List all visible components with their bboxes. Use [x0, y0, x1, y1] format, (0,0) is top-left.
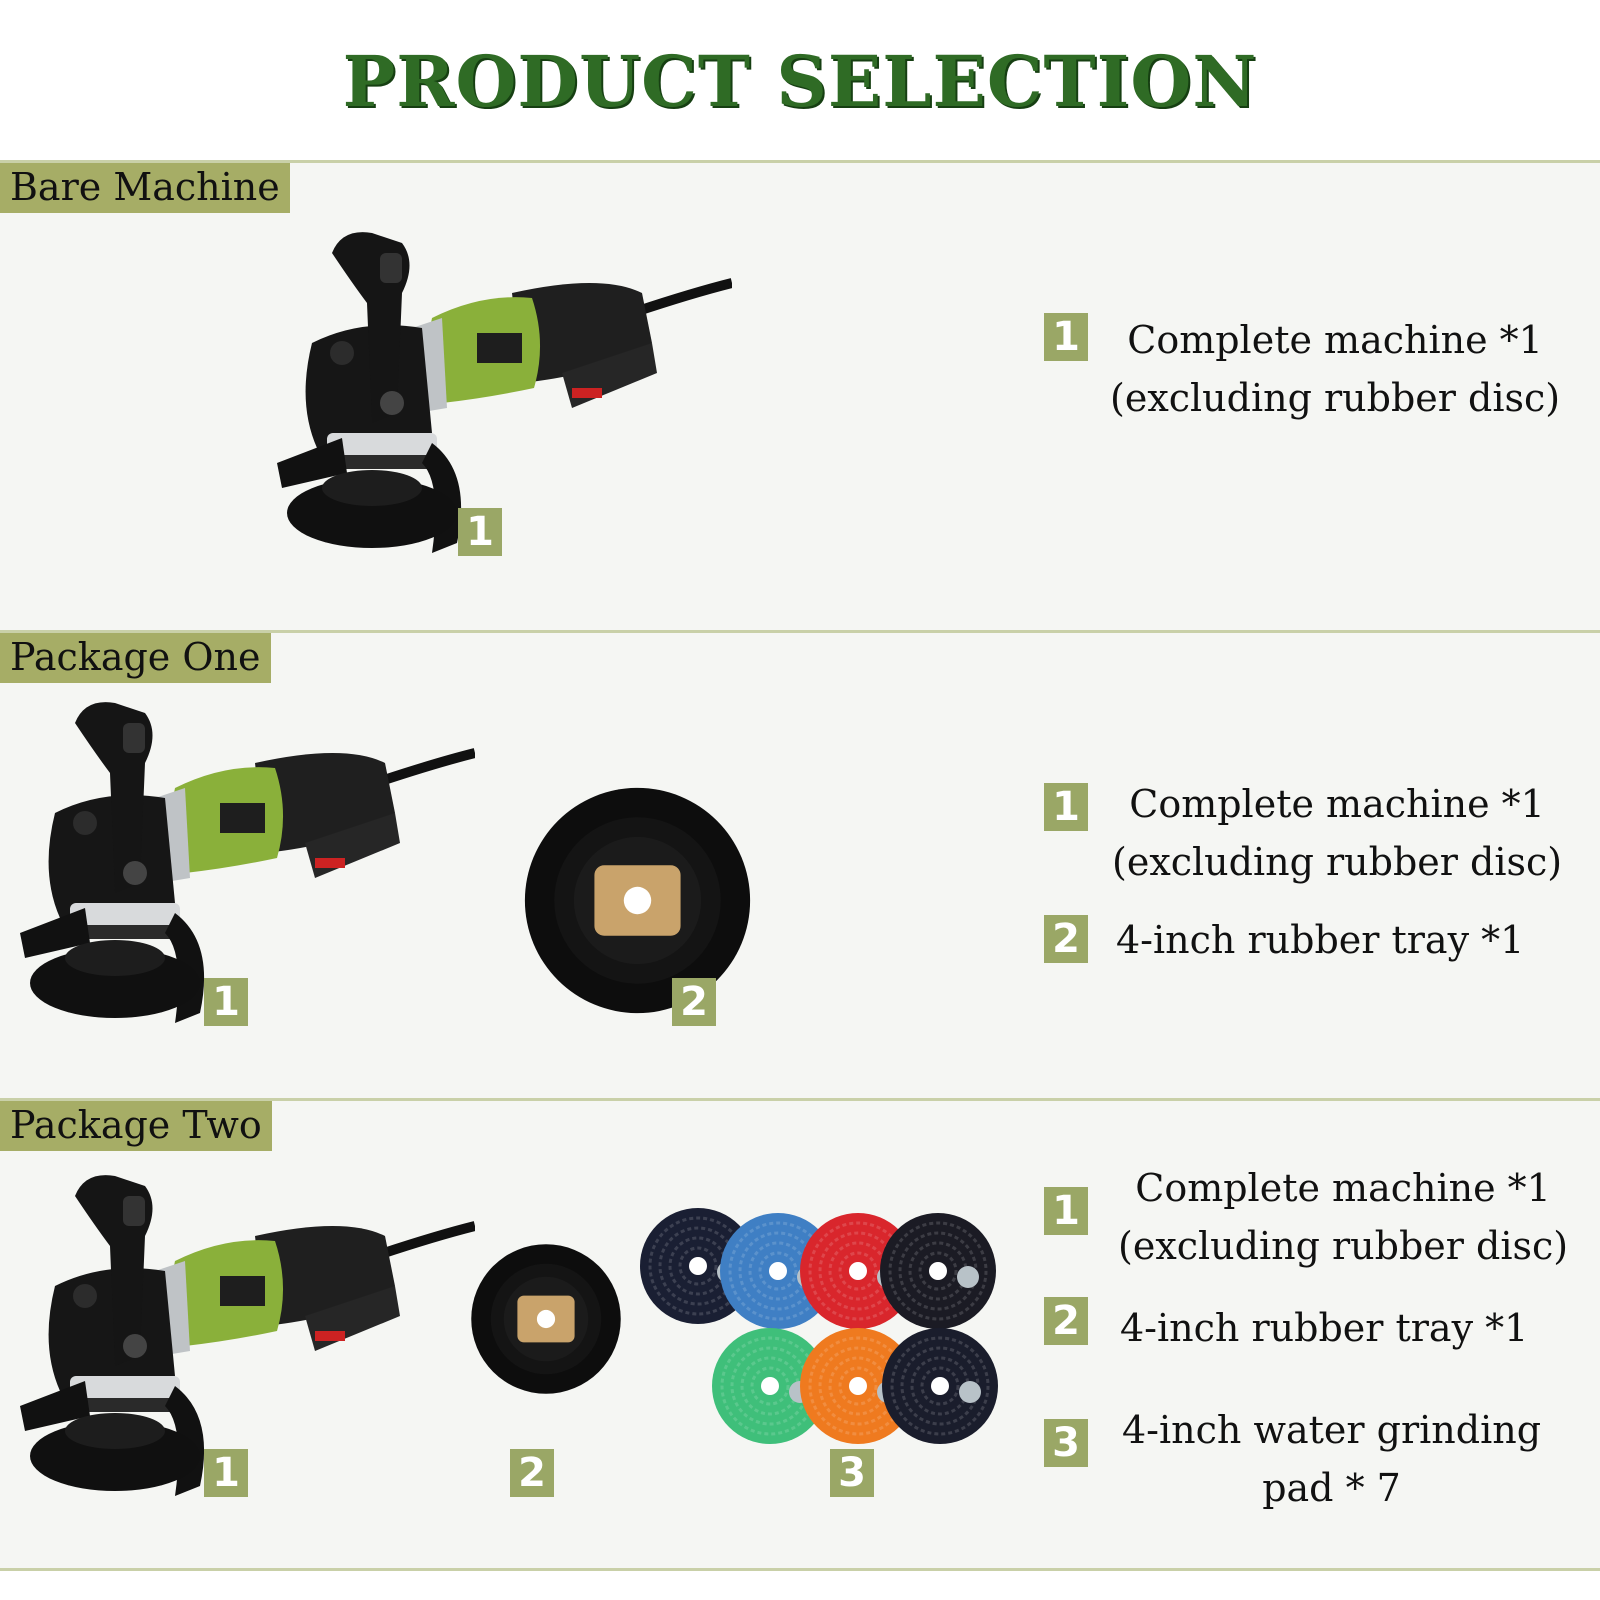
grinding-pad [720, 1213, 836, 1329]
item-badge: 1 [204, 1449, 248, 1497]
item-line2: pad * 7 [1262, 1466, 1401, 1510]
page-title: PRODUCT SELECTION [342, 40, 1258, 123]
grinder-machine-image [262, 223, 742, 563]
item-line1: Complete machine *1 [1129, 782, 1545, 826]
section-package-one: Package One 1 2 1 Complete machine *1 (e… [0, 630, 1600, 1101]
item-number: 2 [1044, 915, 1088, 963]
item-badge: 2 [672, 978, 716, 1026]
item-line2: (excluding rubber disc) [1112, 840, 1563, 884]
item-badge: 3 [830, 1449, 874, 1497]
section-label: Package One [0, 633, 271, 683]
grinding-pad [882, 1328, 998, 1444]
section-bare-machine: Bare Machine 1 1 Complete machine *1 (ex… [0, 160, 1600, 633]
item-description: Complete machine *1 (excluding rubber di… [1112, 775, 1562, 891]
item-line1: 4-inch water grinding [1122, 1408, 1542, 1452]
item-line1: 4-inch rubber tray *1 [1116, 918, 1525, 962]
grinding-pad [880, 1213, 996, 1329]
rubber-tray-image [520, 783, 755, 1018]
item-description: 4-inch rubber tray *1 [1120, 1299, 1528, 1357]
bottom-divider [0, 1568, 1600, 1571]
item-description: 4-inch rubber tray *1 [1116, 911, 1524, 969]
item-line1: Complete machine *1 [1127, 318, 1543, 362]
section-label: Bare Machine [0, 163, 290, 213]
item-number: 1 [1044, 783, 1088, 831]
item-badge: 1 [458, 508, 502, 556]
rubber-tray-image [468, 1241, 624, 1397]
grinding-pads-image [640, 1208, 998, 1444]
section-package-two: Package Two 1 2 3 1 Complete machine *1 … [0, 1098, 1600, 1571]
item-description: Complete machine *1 (excluding rubber di… [1110, 311, 1560, 427]
item-description: Complete machine *1 (excluding rubber di… [1118, 1159, 1568, 1275]
item-badge: 2 [510, 1449, 554, 1497]
item-description: 4-inch water grinding pad * 7 [1122, 1401, 1541, 1517]
item-number: 3 [1044, 1419, 1088, 1467]
item-line1: 4-inch rubber tray *1 [1120, 1306, 1529, 1350]
item-line2: (excluding rubber disc) [1118, 1224, 1569, 1268]
item-line2: (excluding rubber disc) [1110, 376, 1561, 420]
item-number: 1 [1044, 1187, 1088, 1235]
item-line1: Complete machine *1 [1135, 1166, 1551, 1210]
item-badge: 1 [204, 978, 248, 1026]
section-label: Package Two [0, 1101, 272, 1151]
item-number: 2 [1044, 1297, 1088, 1345]
item-number: 1 [1044, 313, 1088, 361]
